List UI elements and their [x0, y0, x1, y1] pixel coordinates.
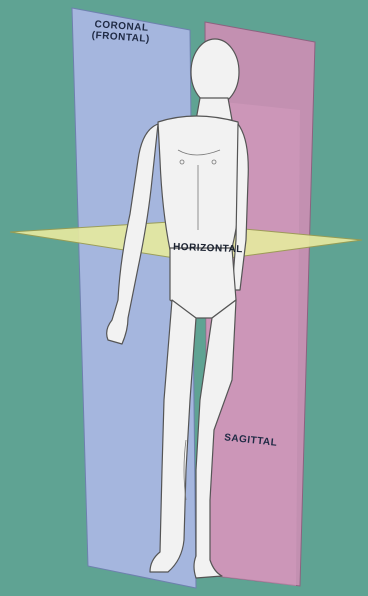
- torso: [158, 116, 244, 250]
- head: [191, 39, 239, 105]
- coronal-label: CORONAL (FRONTAL): [91, 20, 151, 45]
